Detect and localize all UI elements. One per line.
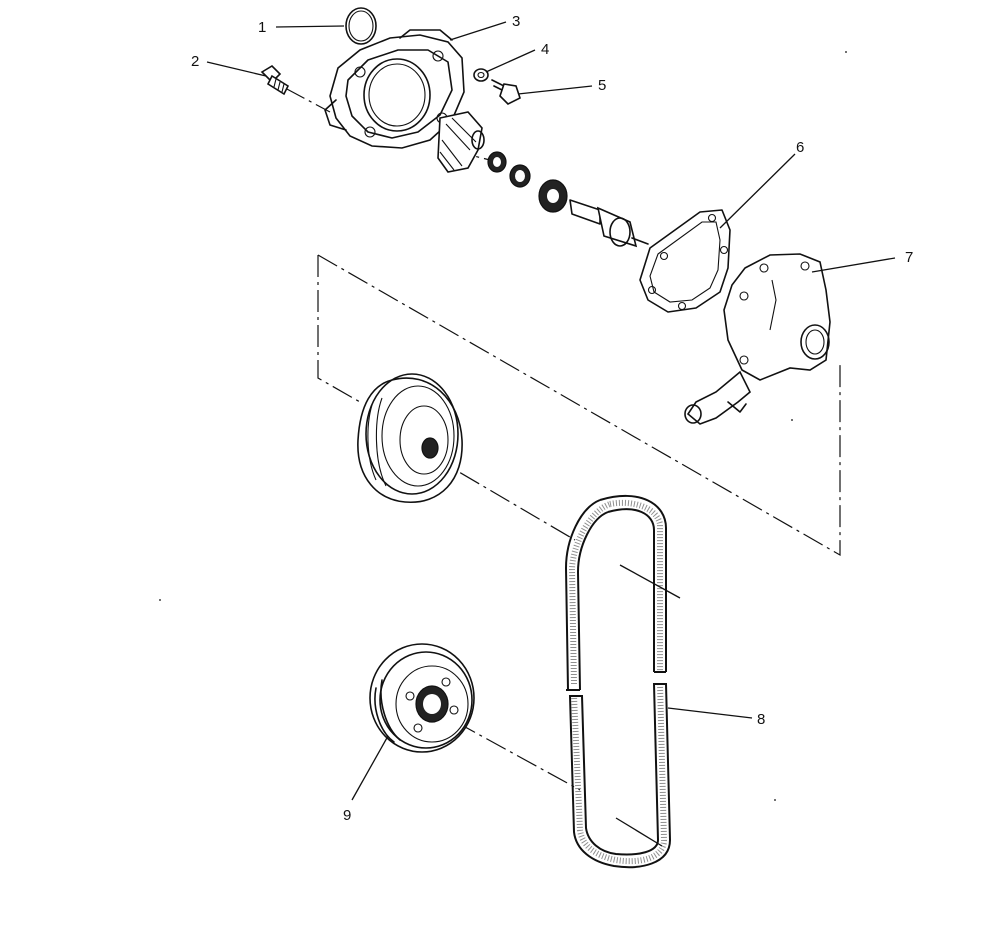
callout-2: 2 — [191, 53, 199, 70]
callout-numbers: 1 2 3 4 5 6 7 8 9 — [191, 13, 913, 824]
callout-6: 6 — [796, 139, 804, 156]
pump-cover-part — [324, 29, 465, 149]
callout-9: 9 — [343, 807, 351, 824]
pump-body-part — [684, 253, 831, 425]
washer-part — [473, 68, 489, 82]
drain-plug-part — [260, 64, 290, 96]
seal-washers — [487, 151, 568, 213]
gasket-part — [639, 209, 731, 313]
callout-8: 8 — [757, 711, 765, 728]
bearing-shaft-part — [569, 199, 649, 248]
callout-3: 3 — [512, 13, 520, 30]
o-ring-part — [345, 7, 377, 45]
impeller-part — [437, 111, 485, 173]
callout-5: 5 — [598, 77, 606, 94]
leader-lines — [206, 21, 896, 847]
callout-1: 1 — [258, 19, 266, 36]
drive-belt-part — [565, 495, 672, 869]
callout-4: 4 — [541, 41, 549, 58]
callout-7: 7 — [905, 249, 913, 266]
upper-pulley-part — [357, 373, 463, 503]
lower-pulley-part — [369, 643, 475, 753]
scan-specks — [159, 51, 847, 801]
bolt-part — [491, 79, 521, 105]
